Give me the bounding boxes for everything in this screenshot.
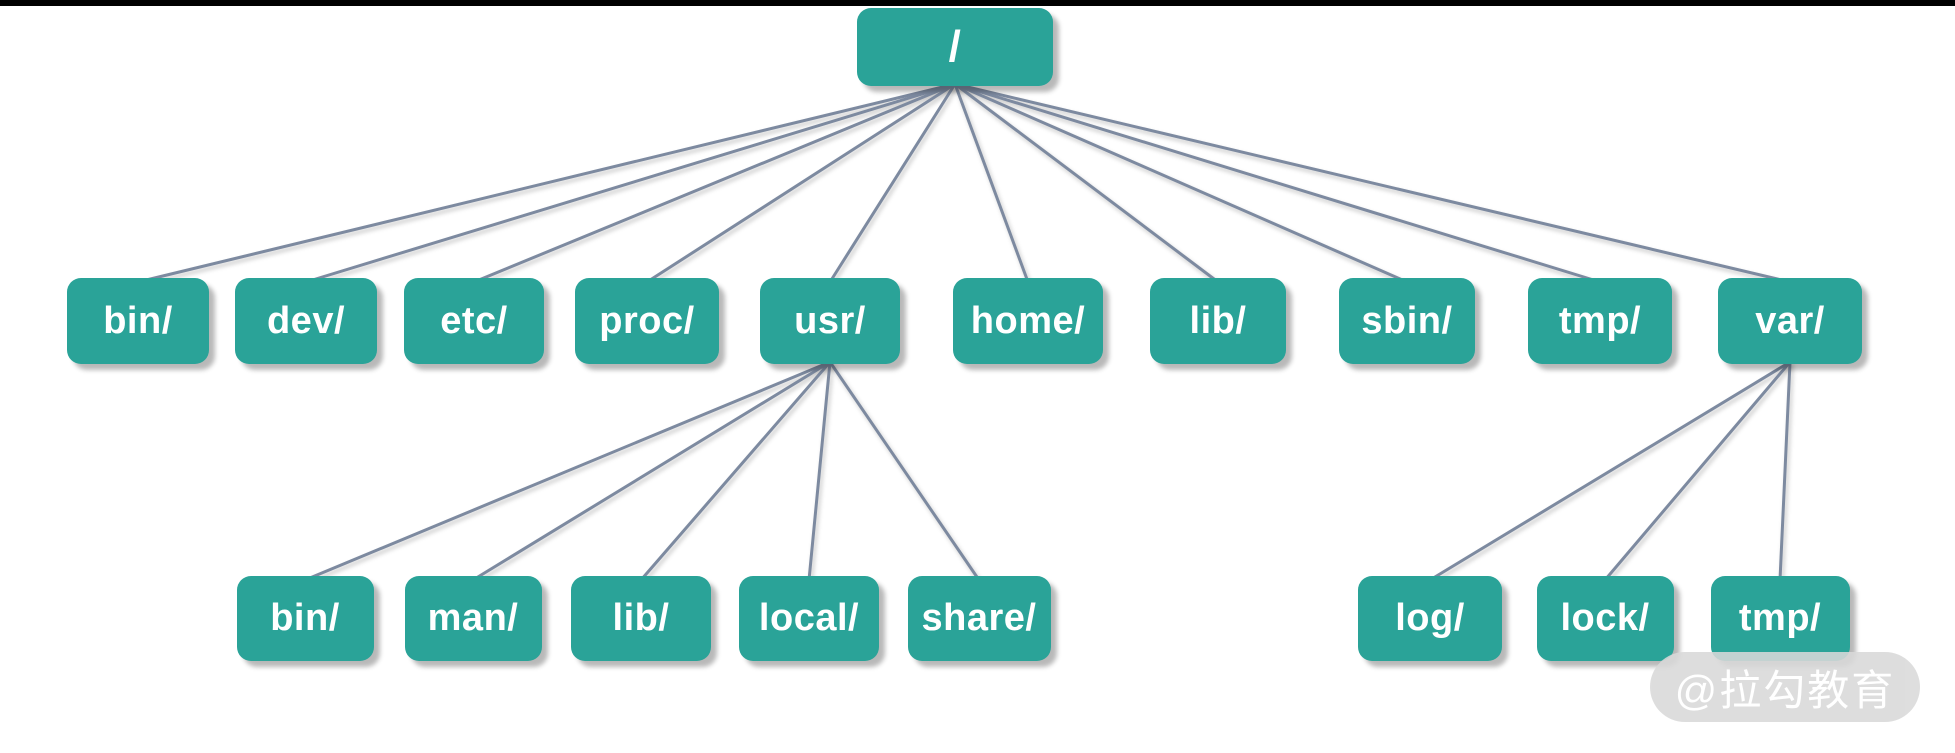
edge-usr-usr_share <box>828 360 981 582</box>
tree-node-var: var/ <box>1718 278 1862 364</box>
tree-node-label: bin/ <box>103 299 173 342</box>
edge-root-home <box>953 82 1030 284</box>
tree-node-label: usr/ <box>794 299 866 342</box>
watermark-text: @拉勾教育 <box>1674 666 1896 714</box>
tree-node-label: tmp/ <box>1738 597 1822 639</box>
tree-node-label: local/ <box>758 597 860 639</box>
edge-root-bin <box>136 82 957 284</box>
tree-node-var_log: log/ <box>1358 576 1502 661</box>
tree-node-label: tmp/ <box>1558 299 1642 342</box>
top-border-bar <box>0 0 1955 6</box>
tree-node-label: log/ <box>1395 597 1465 639</box>
tree-node-usr_share: share/ <box>907 576 1051 661</box>
tree-node-sbin: sbin/ <box>1339 278 1475 364</box>
tree-node-label: etc/ <box>440 299 508 342</box>
edge-usr-usr_lib <box>639 360 832 582</box>
edge-root-dev <box>304 82 957 284</box>
tree-node-label: proc/ <box>599 299 695 342</box>
tree-node-usr_man: man/ <box>404 576 542 661</box>
edge-root-usr <box>828 82 957 284</box>
tree-node-etc: etc/ <box>404 278 544 364</box>
tree-node-var_tmp: tmp/ <box>1710 576 1850 661</box>
tree-node-dev: dev/ <box>235 278 377 364</box>
tree-node-bin: bin/ <box>67 278 209 364</box>
edge-root-tmp <box>953 82 1602 284</box>
tree-node-var_lock: lock/ <box>1536 576 1674 661</box>
tree-node-root: / <box>857 8 1053 86</box>
tree-node-usr: usr/ <box>760 278 900 364</box>
edge-root-sbin <box>953 82 1409 284</box>
tree-node-home: home/ <box>953 278 1103 364</box>
tree-node-label: dev/ <box>266 299 346 342</box>
tree-node-tmp: tmp/ <box>1528 278 1672 364</box>
tree-node-label: lib/ <box>1189 299 1247 342</box>
tree-node-label: sbin/ <box>1361 299 1453 342</box>
tree-node-label: lib/ <box>612 597 670 639</box>
tree-node-label: bin/ <box>270 597 340 639</box>
edge-var-var_lock <box>1603 360 1792 582</box>
tree-node-label: var/ <box>1755 299 1825 342</box>
tree-node-usr_lib: lib/ <box>571 576 711 661</box>
edge-root-var <box>953 82 1792 284</box>
tree-node-usr_bin: bin/ <box>236 576 374 661</box>
edge-usr-usr_local <box>807 360 832 582</box>
watermark-badge: @拉勾教育 <box>1650 652 1920 722</box>
tree-node-label: lock/ <box>1560 597 1650 639</box>
edge-usr-usr_man <box>471 360 832 582</box>
edge-usr-usr_bin <box>303 360 832 582</box>
tree-node-label: share/ <box>921 597 1037 639</box>
edge-root-lib <box>953 82 1220 284</box>
tree-node-label: / <box>948 22 962 71</box>
tree-node-label: man/ <box>427 597 519 639</box>
edge-root-etc <box>472 82 957 284</box>
tree-node-lib: lib/ <box>1150 278 1286 364</box>
edge-root-proc <box>645 82 957 284</box>
tree-node-usr_local: local/ <box>739 576 879 661</box>
edge-var-var_log <box>1428 360 1792 582</box>
edge-var-var_tmp <box>1778 360 1792 582</box>
tree-node-label: home/ <box>970 299 1086 342</box>
tree-node-proc: proc/ <box>575 278 719 364</box>
